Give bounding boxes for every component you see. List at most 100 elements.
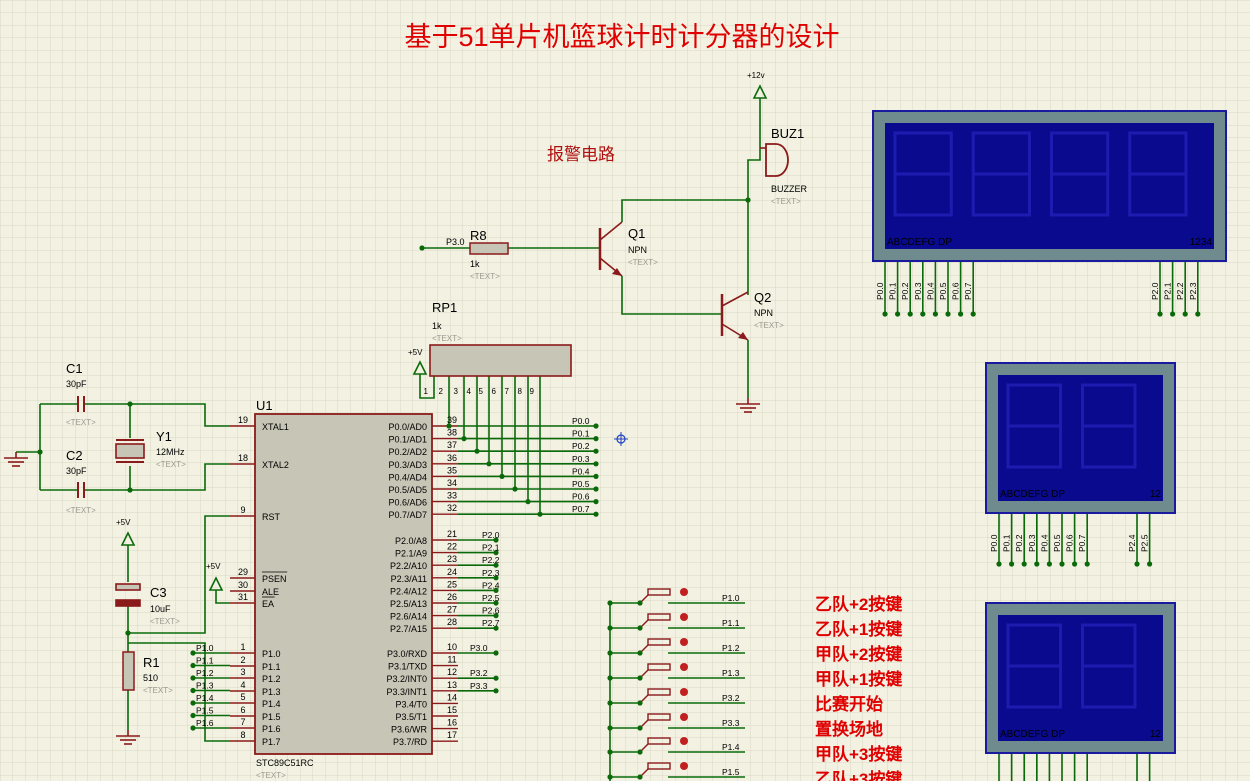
display1-screen — [885, 123, 1214, 249]
y1-top-dot — [127, 401, 133, 407]
d1-dig-net-3: P2.3 — [1188, 282, 1198, 300]
c3-ref: C3 — [150, 585, 167, 600]
u1-pin-name-p3-6: P3.6/WR — [391, 725, 428, 735]
d2-seg-dot-3 — [1034, 561, 1040, 567]
p2-net-label-0: P2.0 — [482, 530, 500, 540]
p1-end-dot-2 — [190, 675, 196, 681]
q1-ref: Q1 — [628, 226, 645, 241]
p2-net-label-4: P2.4 — [482, 580, 500, 590]
q2-text: <TEXT> — [754, 321, 784, 330]
u1-pin-num-30: 30 — [238, 580, 248, 590]
button-label-4: 比赛开始 — [815, 694, 883, 714]
btn-indicator-5 — [680, 713, 688, 721]
p0-pullup-dot-4 — [499, 473, 505, 479]
d2-seg-net-3: P0.3 — [1027, 534, 1037, 552]
p0-pullup-dot-5 — [512, 486, 518, 492]
btn-indicator-4 — [680, 688, 688, 696]
c3-supply-label: +5V — [116, 518, 131, 527]
btn-net-label-3: P1.3 — [722, 668, 740, 678]
u1-pin-num-27: 27 — [447, 605, 457, 615]
u1-pin-name-RST: RST — [262, 512, 281, 522]
btn-indicator-6 — [680, 737, 688, 745]
d2-dig-net-1: P2.5 — [1140, 534, 1150, 552]
btn-common-dot-7 — [607, 774, 613, 780]
u1-pin-name-p2-6: P2.6/A14 — [390, 612, 427, 622]
d1-dig-dot-1 — [1170, 311, 1176, 317]
d2-seg-net-0: P0.0 — [989, 534, 999, 552]
btn-cap-5 — [647, 713, 671, 721]
p2-net-label-6: P2.6 — [482, 606, 500, 616]
p0-net-label-5: P0.5 — [572, 479, 590, 489]
rp1-pin-num-8: 8 — [518, 387, 523, 396]
u1-pin-name-p0-0: P0.0/AD0 — [388, 422, 427, 432]
u1-pin-name-p2-3: P2.3/A11 — [391, 574, 427, 584]
u1-pin-num-14: 14 — [447, 692, 457, 702]
u1-pin-num-26: 26 — [447, 592, 457, 602]
rp1-value: 1k — [432, 321, 442, 331]
wire-p17-loop — [128, 642, 230, 742]
u1-pin-num-1: 1 — [240, 642, 245, 652]
c2-value: 30pF — [66, 466, 87, 476]
p1-end-dot-0 — [190, 650, 196, 656]
u1-pin-num-6: 6 — [240, 705, 245, 715]
u1-pin-name-P1.7: P1.7 — [262, 737, 281, 747]
p2-net-label-7: P2.7 — [482, 618, 500, 628]
c3-text: <TEXT> — [150, 617, 180, 626]
p1-end-dot-5 — [190, 712, 196, 719]
d1-seg-dot-3 — [920, 311, 926, 317]
btn-pin-dot-1 — [637, 625, 643, 631]
p1-net-label-5: P1.5 — [196, 706, 214, 716]
btn-common-dot-5 — [607, 725, 613, 731]
d1-seg-dot-2 — [907, 311, 913, 317]
u1-pin-name-P1.2: P1.2 — [262, 674, 281, 684]
u1-pin-num-35: 35 — [447, 465, 457, 475]
d1-seg-net-7: P0.7 — [963, 282, 973, 300]
p2-end-dot-2 — [493, 562, 499, 568]
reset-junction — [125, 630, 131, 636]
u1-pin-num-31: 31 — [238, 592, 248, 602]
d1-seg-net-1: P0.1 — [888, 282, 898, 300]
btn-net-label-6: P1.4 — [722, 742, 740, 752]
btn-indicator-3 — [680, 663, 688, 671]
r1-text: <TEXT> — [143, 686, 173, 695]
p0-end-dot-7 — [593, 511, 599, 517]
c3-plate1 — [115, 583, 141, 591]
p1-end-dot-1 — [190, 662, 196, 669]
d2-seg-net-2: P0.2 — [1014, 534, 1024, 552]
d2-dig-dot-1 — [1147, 561, 1153, 567]
d2-dig-net-0: P2.4 — [1127, 534, 1137, 552]
wire-rp1-pin1 — [419, 374, 435, 399]
u1-pin-num-3: 3 — [240, 667, 245, 677]
btn-common-dot-1 — [607, 625, 613, 631]
btn-cap-7 — [647, 762, 671, 770]
u1-pin-name-P1.5: P1.5 — [262, 712, 281, 722]
display3-digit-label: 12 — [1150, 729, 1162, 740]
u1-pin-name-p0-3: P0.3/AD3 — [388, 460, 427, 470]
u1-pin-name-P1.0: P1.0 — [262, 649, 281, 659]
u1-pin-name-p0-1: P0.1/AD1 — [388, 435, 427, 445]
q2-emitter-arrow — [738, 332, 748, 340]
schematic-title: 基于51单片机篮球计时计分器的设计 — [404, 22, 839, 52]
btn-indicator-1 — [680, 613, 688, 621]
d2-seg-net-4: P0.4 — [1039, 534, 1049, 552]
d1-seg-dot-1 — [895, 311, 901, 317]
d2-seg-net-1: P0.1 — [1002, 534, 1012, 552]
display1-seg-label: ABCDEFG DP — [887, 237, 952, 248]
btn-cap-2 — [647, 638, 671, 646]
u1-pin-name-PSEN: PSEN — [262, 574, 287, 584]
rp1-pin-num-9: 9 — [530, 387, 535, 396]
u1-pin-num-9: 9 — [240, 505, 245, 515]
p3-net-label-3: P3.3 — [470, 681, 488, 691]
u1-pin-num-21: 21 — [447, 529, 457, 539]
u1-pin-num-2: 2 — [240, 655, 245, 665]
u1-pin-name-p3-1: P3.1/TXD — [388, 662, 428, 672]
u1-pin-name-P1.3: P1.3 — [262, 687, 281, 697]
p0-end-dot-2 — [593, 448, 599, 454]
u1-pin-num-38: 38 — [447, 428, 457, 438]
r8-value: 1k — [470, 259, 480, 269]
btn-cap-6 — [647, 737, 671, 745]
u1-pin-num-15: 15 — [447, 705, 457, 715]
u1-pin-num-7: 7 — [240, 717, 245, 727]
r1-value: 510 — [143, 673, 158, 683]
